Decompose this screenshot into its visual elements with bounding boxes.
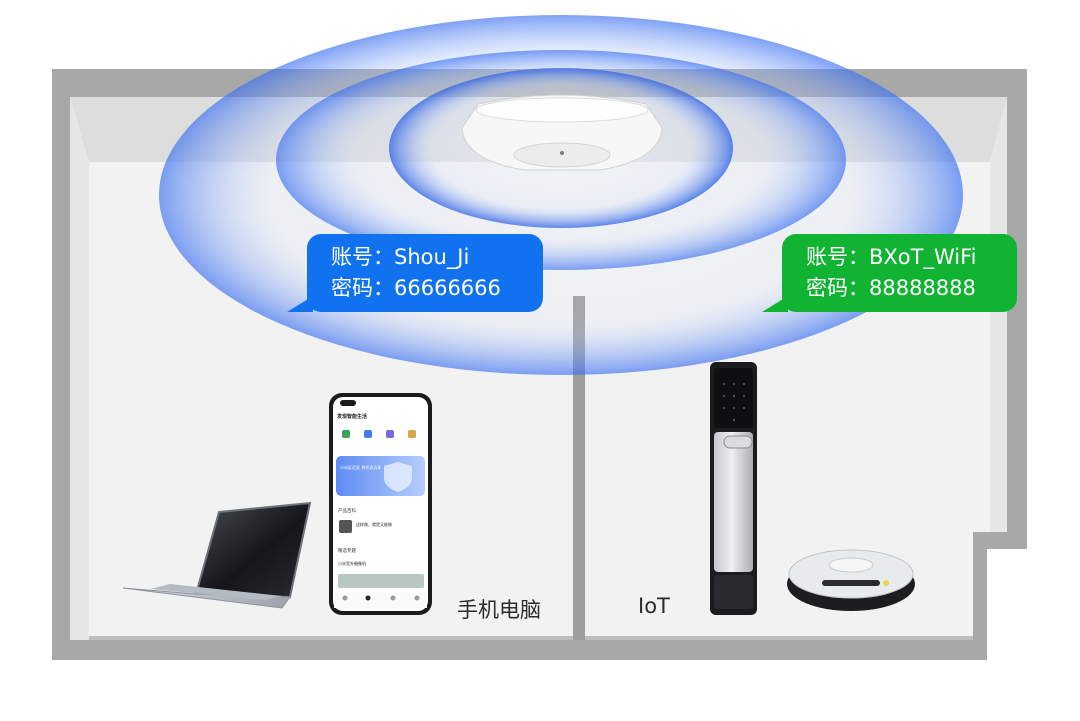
phone-app-icon-3 xyxy=(386,430,394,438)
phone-section-1: 产品百科 xyxy=(338,507,356,514)
laptop-icon xyxy=(122,501,312,609)
vacuum-led xyxy=(883,580,889,586)
phone-banner-text: 小米延迟家 到你身边享 xyxy=(340,464,381,470)
iot-caption: IoT xyxy=(638,594,670,618)
access-point-top xyxy=(475,97,649,123)
phone-promo-card xyxy=(338,574,424,588)
phone-network-account: 账号：Shou_Ji xyxy=(331,245,470,269)
lock-handle-lever xyxy=(723,435,753,449)
phone-app-icon-1 xyxy=(342,430,350,438)
phone-screen xyxy=(333,397,428,611)
phone-item-2: 小米室外摄像机 xyxy=(338,560,366,566)
phone-camera-pill xyxy=(340,400,356,406)
bubble-tail xyxy=(762,296,788,312)
ceiling-access-point xyxy=(461,94,663,171)
lock-keypad-dots xyxy=(723,383,745,421)
phone-tab-icon-1 xyxy=(342,595,348,601)
room-divider xyxy=(573,296,585,640)
phone-tab-icon-3 xyxy=(390,595,396,601)
lock-keypad xyxy=(714,368,753,428)
phone-network-password: 密码：66666666 xyxy=(331,276,501,300)
phone-pc-caption: 手机电脑 xyxy=(457,598,541,622)
phone-app-icon-4 xyxy=(408,430,416,438)
phone-network-bubble: 账号：Shou_Ji 密码：66666666 xyxy=(287,234,543,312)
floor-line xyxy=(89,636,973,640)
left-side-wall xyxy=(70,97,89,640)
robot-vacuum-icon xyxy=(787,549,915,611)
wifi-signal-rings xyxy=(159,15,963,375)
vacuum-sensor xyxy=(828,557,874,573)
phone-tab-icon-4 xyxy=(414,595,420,601)
phone-tab-bar xyxy=(334,592,427,608)
vacuum-bumper xyxy=(822,580,880,586)
phone-app-icon-2 xyxy=(364,430,372,438)
phone-tab-icon-2 xyxy=(365,595,371,601)
bubble-tail xyxy=(287,296,313,312)
right-side-wall xyxy=(990,97,1007,532)
phone-section-2: 精选专题 xyxy=(338,547,356,554)
phone-banner-shield-icon xyxy=(384,462,412,492)
smartphone-icon: 发现智能生活 小米延迟家 到你身边享 产品百科 这样做，就是又能做 精选专题 小… xyxy=(329,393,432,615)
laptop-keyboard xyxy=(150,584,282,600)
iot-network-bubble: 账号：BXoT_WiFi 密码：88888888 xyxy=(762,234,1017,312)
vacuum-top xyxy=(788,549,914,599)
lock-bottom-panel xyxy=(714,575,753,609)
iot-network-password: 密码：88888888 xyxy=(806,276,976,300)
phone-screen-title: 发现智能生活 xyxy=(336,413,367,420)
access-point-led-icon xyxy=(560,151,564,155)
phone-item-1: 这样做，就是又能做 xyxy=(356,521,392,527)
iot-network-account: 账号：BXoT_WiFi xyxy=(806,245,977,269)
lock-handle-plate xyxy=(714,432,753,572)
smart-lock-icon xyxy=(710,362,757,615)
phone-product-thumb xyxy=(339,520,352,533)
